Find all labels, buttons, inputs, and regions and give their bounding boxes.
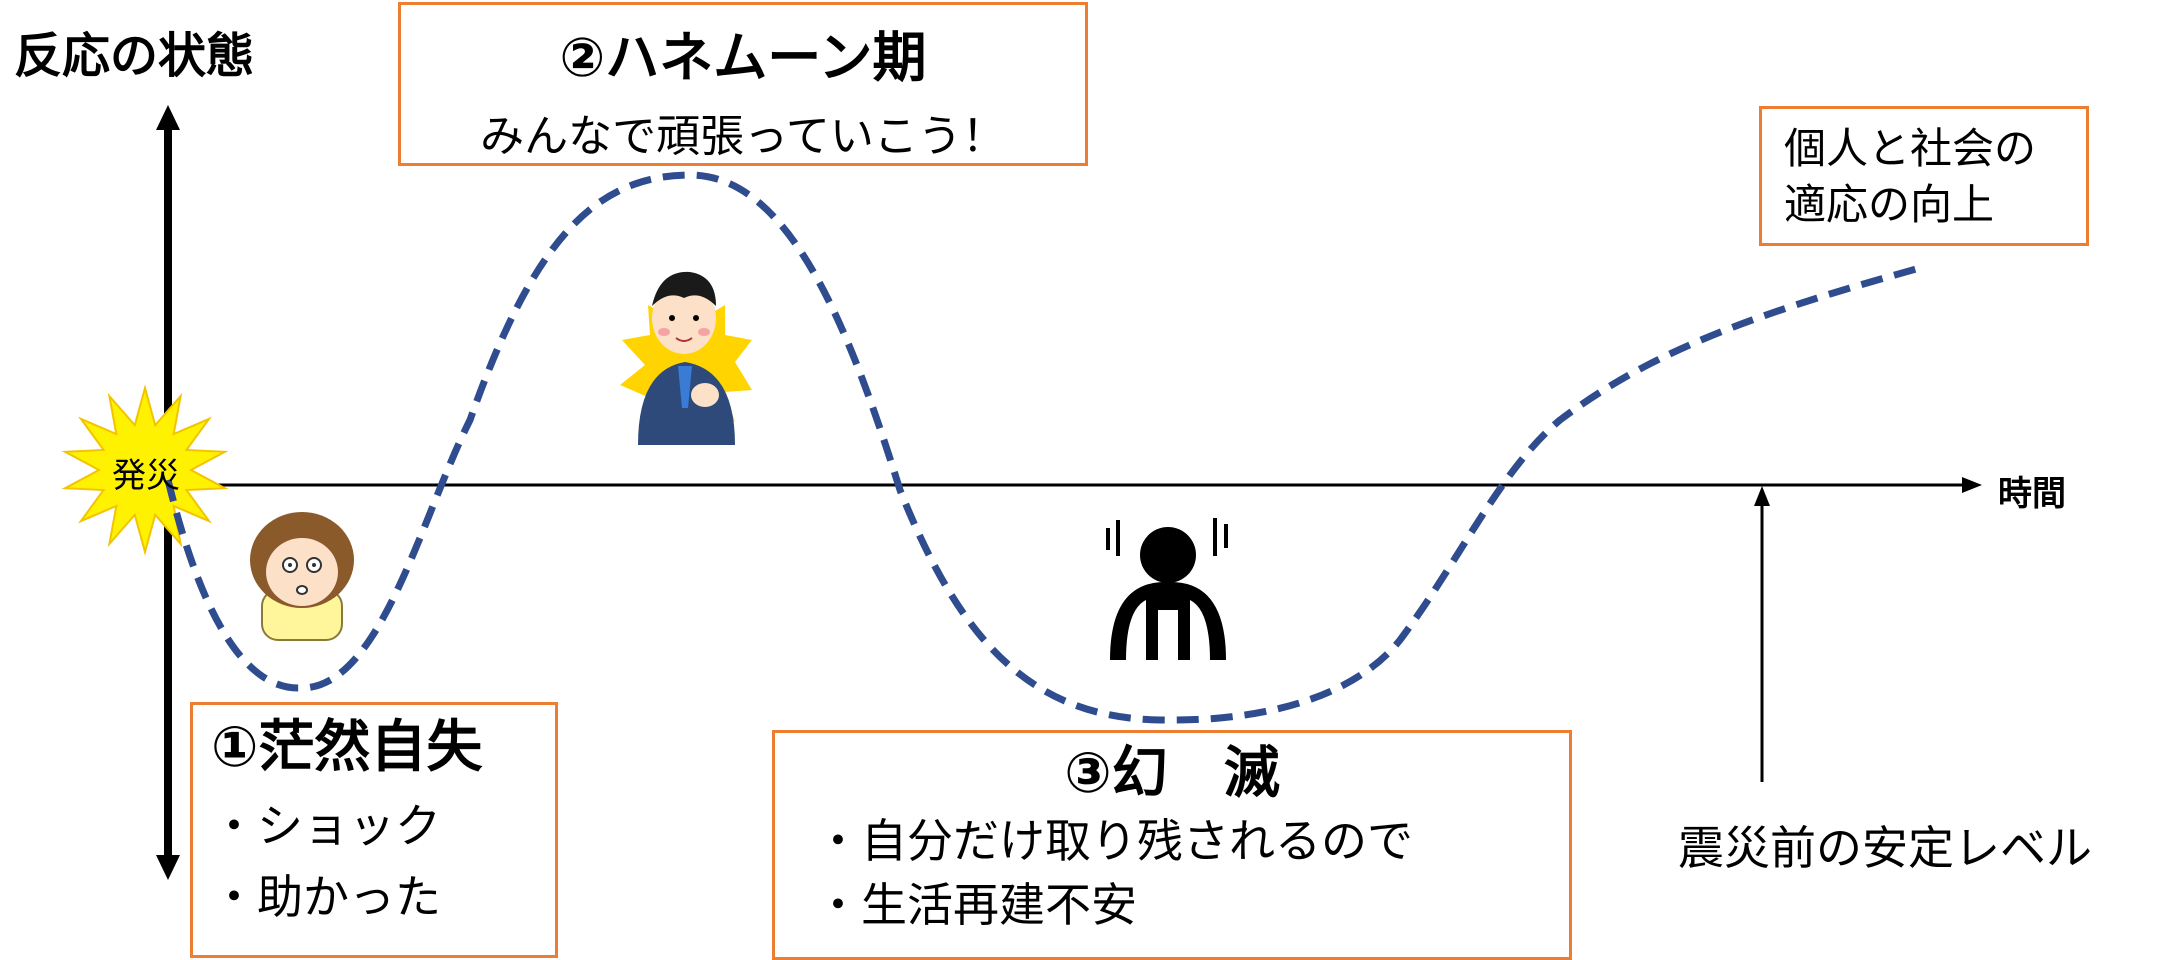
disaster-burst [61, 384, 229, 556]
phase2-title: ②ハネムーン期 [559, 26, 927, 89]
energetic-man-illustration [620, 271, 752, 445]
phase3-item-1: ・自分だけ取り残されるので [815, 814, 1413, 868]
phase4-box: 個人と社会の 適応の向上 [1759, 106, 2089, 246]
reaction-curve [164, 171, 1921, 724]
vertical-axis-arrow-top [156, 105, 180, 130]
phase1-item-2: ・助かった [211, 870, 441, 924]
y-axis-label: 反応の状態 [14, 28, 255, 84]
phase3-title: ③幻 滅 [1064, 741, 1280, 806]
phase4-line-2: 適応の向上 [1784, 180, 1995, 229]
disappointed-figure-illustration [1106, 518, 1228, 660]
phase1-title: ①茫然自失 [211, 715, 483, 780]
baseline-pointer-arrow [1754, 486, 1770, 506]
phase2-box: ②ハネムーン期 みんなで頑張っていこう！ [398, 2, 1088, 166]
phase1-item-1: ・ショック [211, 799, 441, 853]
shocked-girl-illustration [250, 512, 354, 641]
time-axis-arrow [1962, 477, 1982, 493]
phase4-line-1: 個人と社会の [1784, 124, 2037, 173]
vertical-axis-arrow-bottom [156, 855, 180, 880]
burst-label: 発災 [112, 456, 180, 496]
phase3-item-2: ・生活再建不安 [815, 878, 1137, 932]
phase2-subtitle: みんなで頑張っていこう！ [480, 111, 1006, 162]
baseline-label: 震災前の安定レベル [1678, 821, 2092, 875]
phase1-box: ①茫然自失 ・ショック ・助かった [190, 702, 558, 958]
phase3-box: ③幻 滅 ・自分だけ取り残されるので ・生活再建不安 [772, 730, 1572, 960]
time-axis-label: 時間 [1998, 474, 2066, 514]
